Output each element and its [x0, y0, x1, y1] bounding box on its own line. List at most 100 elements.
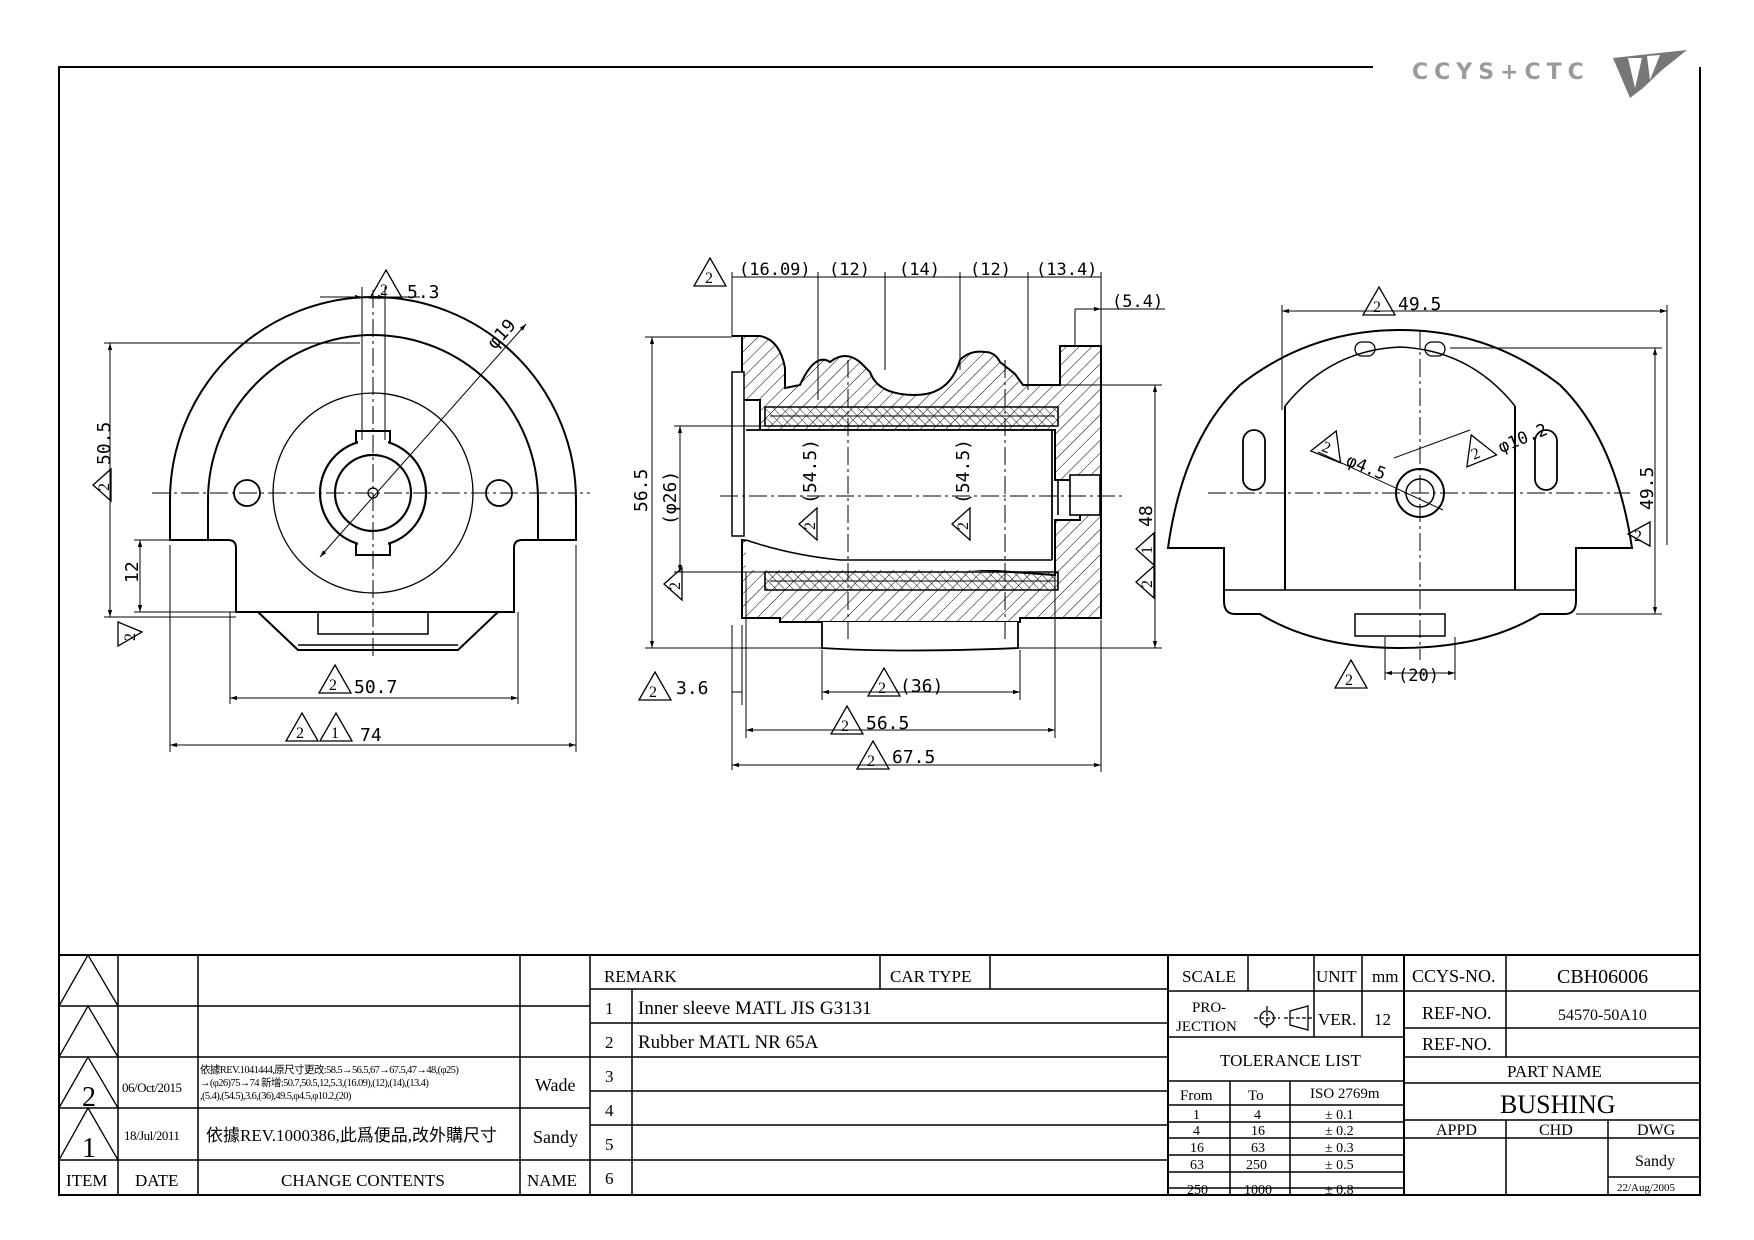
dim-50-5: 50.5 [94, 422, 115, 465]
side-view [1166, 328, 1634, 650]
front-view-centerlines [152, 290, 590, 660]
dim-5-4: (5.4) [1112, 292, 1163, 312]
projection-label-2: JECTION [1176, 1019, 1237, 1035]
border-frame [58, 66, 1701, 1196]
revision-table-text: 2 06/Oct/2015 依據REV.1041444,原尺寸更改:58.5→5… [66, 1063, 578, 1190]
car-type-label: CAR TYPE [890, 967, 971, 986]
dim-phi26: (φ26) [660, 471, 681, 525]
ref-no-value: 54570-50A10 [1558, 1007, 1647, 1024]
dim-12-b: (12) [970, 260, 1011, 280]
section-view [731, 335, 1102, 652]
svg-text:2: 2 [380, 282, 388, 299]
scale-label: SCALE [1182, 967, 1236, 986]
ccys-no-label: CCYS-NO. [1412, 966, 1496, 986]
rev-row-3-change-2: →(φ26)75→74 新增:50.7,50.5,12,5.3,(16.09),… [200, 1076, 429, 1089]
unit-label: UNIT [1316, 967, 1357, 986]
tol-row-2-tol: ± 0.2 [1325, 1124, 1354, 1139]
projection-symbol-icon [1254, 1005, 1312, 1031]
rev-header-date: DATE [135, 1171, 178, 1190]
dim-49-5-right: 49.5 [1637, 467, 1658, 510]
tol-row-3-from: 16 [1190, 1141, 1204, 1156]
side-view-labels: 2 49.5 2 φ4.5 2 φ10.2 49.5 2 2 (20) [1309, 285, 1658, 689]
dim-74: 74 [360, 725, 382, 746]
appd-label: APPD [1436, 1122, 1477, 1139]
title-block [1168, 955, 1700, 1195]
dim-phi19: φ19 [483, 315, 520, 353]
section-view-centerlines [720, 360, 1125, 640]
svg-text:2: 2 [296, 725, 304, 742]
remark-row-1-no: 1 [605, 999, 614, 1018]
svg-text:2: 2 [802, 522, 819, 530]
tol-row-5-from: 250 [1187, 1183, 1208, 1198]
logo-text: CCYS+CTC [1412, 60, 1590, 85]
dim-3-6: 3.6 [676, 678, 709, 699]
tol-row-5-tol: ± 0.8 [1325, 1183, 1354, 1198]
dim-14: (14) [899, 260, 940, 280]
front-view-labels: 2 5.3 φ19 2 50.5 12 2 2 50.7 2 1 74 [92, 268, 520, 746]
dwg-date: 22/Aug/2005 [1617, 1182, 1676, 1194]
rev-header-change: CHANGE CONTENTS [281, 1171, 445, 1190]
tol-row-4-from: 63 [1190, 1158, 1204, 1173]
dim-36: (36) [900, 676, 943, 697]
tol-header-to: To [1248, 1088, 1264, 1104]
dim-phi10-2: φ10.2 [1496, 420, 1551, 458]
tol-row-1-tol: ± 0.1 [1325, 1108, 1354, 1123]
svg-text:2: 2 [96, 483, 113, 491]
tol-row-2-to: 16 [1251, 1124, 1265, 1139]
rev-row-3-change-1: 依據REV.1041444,原尺寸更改:58.5→56.5,67→67.5,47… [200, 1063, 459, 1076]
dim-56-5: 56.5 [866, 713, 909, 734]
svg-text:2: 2 [1634, 528, 1642, 545]
chd-label: CHD [1539, 1122, 1573, 1139]
dim-54-5-b: (54.5) [953, 439, 974, 504]
dim-12: 12 [122, 561, 143, 583]
rev-header-item: ITEM [66, 1171, 108, 1190]
tol-row-1-from: 1 [1193, 1108, 1200, 1123]
remark-row-6-no: 6 [605, 1169, 614, 1188]
rev-row-4-date: 18/Jul/2011 [124, 1128, 179, 1143]
svg-text:2: 2 [1345, 672, 1353, 689]
dim-56-5-left: 56.5 [631, 469, 652, 512]
ver-label: VER. [1318, 1010, 1356, 1029]
dim-phi4-5: φ4.5 [1343, 451, 1388, 485]
rev-row-3-change-3: ,(5.4),(54.5),3.6,(36),49.5,φ4.5,φ10.2,(… [200, 1091, 352, 1102]
svg-text:1: 1 [331, 725, 339, 742]
svg-text:2: 2 [867, 753, 875, 770]
title-block-text: SCALE UNIT mm PRO- JECTION VER. 12 TOLER… [1176, 966, 1676, 1198]
rev-row-3-mark: 2 [82, 1082, 96, 1113]
remark-row-5-no: 5 [605, 1135, 614, 1154]
tol-row-3-to: 63 [1251, 1141, 1265, 1156]
dim-50-7: 50.7 [354, 677, 397, 698]
rev-row-4-change: 依據REV.1000386,此爲便品,改外購尺寸 [206, 1126, 497, 1145]
side-view-dimensions [1281, 305, 1668, 680]
dim-16-09: (16.09) [739, 260, 811, 280]
dim-54-5-a: (54.5) [800, 439, 821, 504]
rev-row-3-name: Wade [535, 1075, 576, 1095]
svg-text:2: 2 [1139, 580, 1156, 588]
dwg-by: Sandy [1635, 1153, 1675, 1170]
dim-12-a: (12) [829, 260, 870, 280]
side-view-centerlines [1208, 330, 1630, 660]
svg-text:2: 2 [705, 270, 713, 287]
part-name-label: PART NAME [1507, 1062, 1602, 1081]
tol-row-4-to: 250 [1246, 1158, 1267, 1173]
company-logo: CCYS+CTC [1412, 50, 1687, 98]
tolerance-title: TOLERANCE LIST [1220, 1051, 1361, 1070]
ref-no2-label: REF-NO. [1422, 1034, 1492, 1054]
tol-row-5-to: 1000 [1244, 1183, 1272, 1198]
remark-row-1-text: Inner sleeve MATL JIS G3131 [638, 998, 872, 1019]
ver-value: 12 [1374, 1010, 1391, 1029]
rev-header-name: NAME [527, 1171, 577, 1190]
section-view-labels: 2 (16.09) (12) (14) (12) (13.4) (5.4) 56… [631, 256, 1163, 770]
svg-text:2: 2 [1469, 445, 1483, 464]
svg-text:2: 2 [649, 684, 657, 701]
tol-row-2-from: 4 [1193, 1124, 1200, 1139]
tol-row-1-to: 4 [1254, 1108, 1261, 1123]
dim-20: (20) [1398, 666, 1439, 686]
tol-header-from: From [1180, 1088, 1213, 1104]
dim-48: 48 [1136, 505, 1157, 527]
projection-label-1: PRO- [1192, 1000, 1226, 1016]
dim-5-3: 5.3 [407, 282, 440, 303]
tol-row-4-tol: ± 0.5 [1325, 1158, 1354, 1173]
dim-13-4: (13.4) [1036, 260, 1097, 280]
